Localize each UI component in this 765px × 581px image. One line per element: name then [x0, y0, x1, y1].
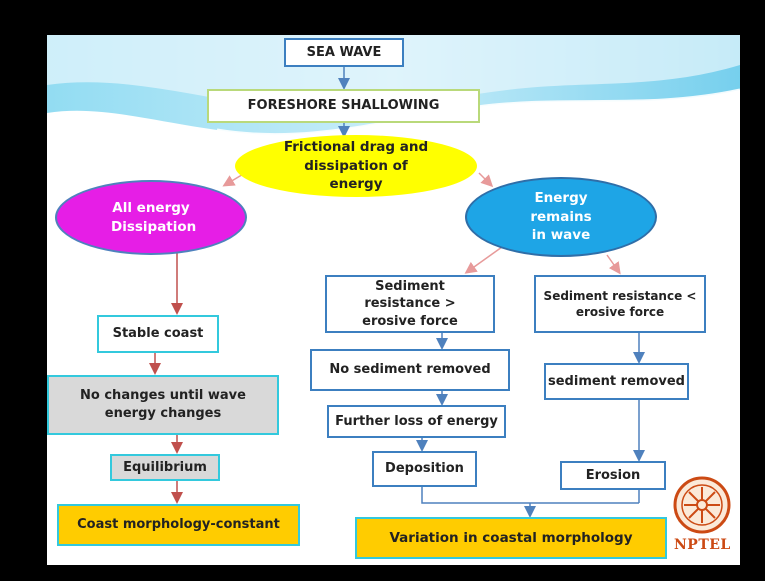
no-changes-box: No changes until wave energy changes [47, 375, 279, 435]
energy-remains-ellipse: Energy remains in wave [465, 177, 657, 257]
slide: SEA WAVE FORESHORE SHALLOWING Frictional… [47, 35, 740, 565]
arrow-remains-sedgt [464, 246, 503, 274]
equilibrium-box: Equilibrium [110, 454, 220, 481]
coast-morphology-constant-box: Coast morphology-constant [57, 504, 300, 546]
energy-remains-label: Energy remains in wave [530, 189, 592, 244]
erosion-box: Erosion [560, 461, 666, 490]
frictional-drag-ellipse: Frictional drag and dissipation of energ… [235, 135, 477, 197]
sediment-resistance-lt-box: Sediment resistance < erosive force [534, 275, 706, 333]
merge-line [421, 487, 639, 504]
frictional-drag-label: Frictional drag and dissipation of energ… [283, 138, 429, 193]
arrow-frictional-remains [478, 172, 494, 188]
deposition-box: Deposition [372, 451, 477, 487]
nptel-logo-icon [673, 476, 731, 534]
all-energy-dissipation-ellipse: All energy Dissipation [55, 180, 247, 255]
variation-coastal-morphology-box: Variation in coastal morphology [355, 517, 667, 559]
sediment-removed-box: sediment removed [544, 363, 689, 400]
arrow-remains-sedlt [606, 254, 621, 275]
further-loss-box: Further loss of energy [327, 405, 506, 438]
foreshore-shallowing-box: FORESHORE SHALLOWING [207, 89, 480, 123]
stable-coast-box: Stable coast [97, 315, 219, 353]
nptel-logo-text: NPTEL [674, 537, 731, 553]
connector-arrows [149, 67, 645, 518]
sediment-resistance-gt-box: Sediment resistance > erosive force [325, 275, 495, 333]
no-sediment-removed-box: No sediment removed [310, 349, 510, 391]
all-energy-dissipation-label: All energy Dissipation [111, 199, 197, 235]
sea-wave-box: SEA WAVE [284, 38, 404, 67]
